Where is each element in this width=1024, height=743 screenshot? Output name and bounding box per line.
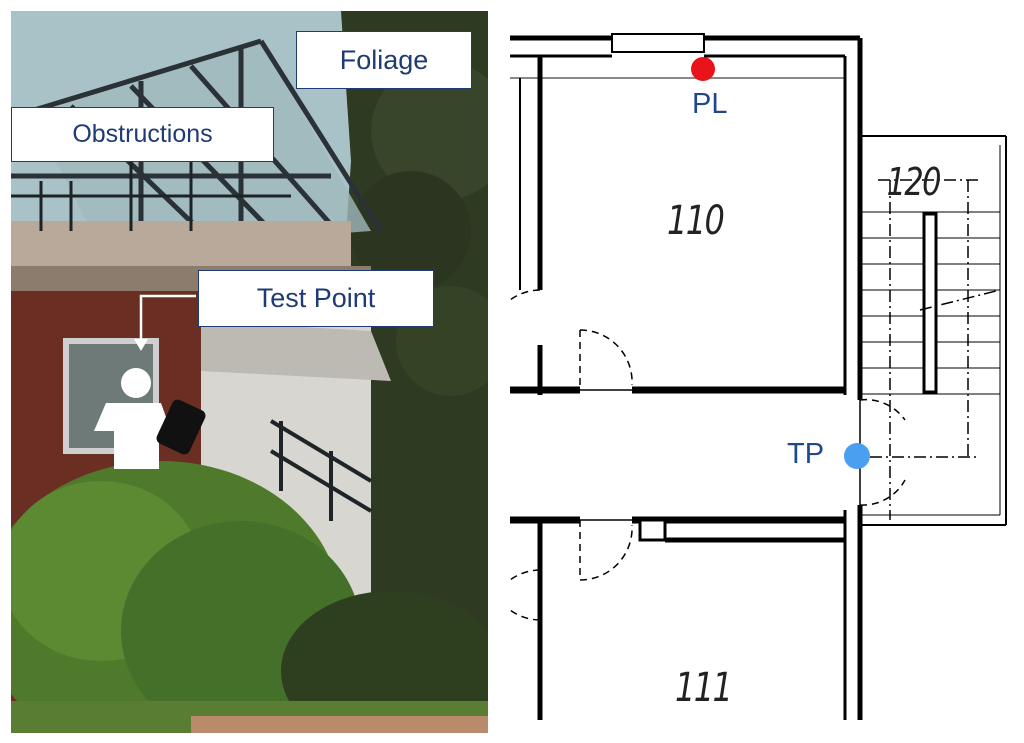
foliage-label: Foliage: [339, 44, 429, 75]
room-120-label: 120: [886, 160, 942, 204]
test-point-arrow: [134, 294, 196, 351]
person-icon: [94, 368, 171, 469]
foliage-callout: Foliage: [296, 31, 472, 89]
tp-label: TP: [787, 438, 825, 470]
obstructions-callout: Obstructions: [11, 107, 274, 162]
tp-marker: [844, 443, 870, 469]
obstructions-label: Obstructions: [72, 120, 213, 148]
device-icon: [156, 399, 206, 455]
test-point-callout: Test Point: [198, 270, 434, 327]
room-111-label: 111: [675, 665, 733, 711]
test-point-label: Test Point: [256, 283, 376, 313]
room-110-label: 110: [667, 198, 725, 244]
floor-plan: [509, 33, 1007, 720]
pl-marker: [691, 57, 715, 81]
pl-label: PL: [692, 88, 728, 120]
